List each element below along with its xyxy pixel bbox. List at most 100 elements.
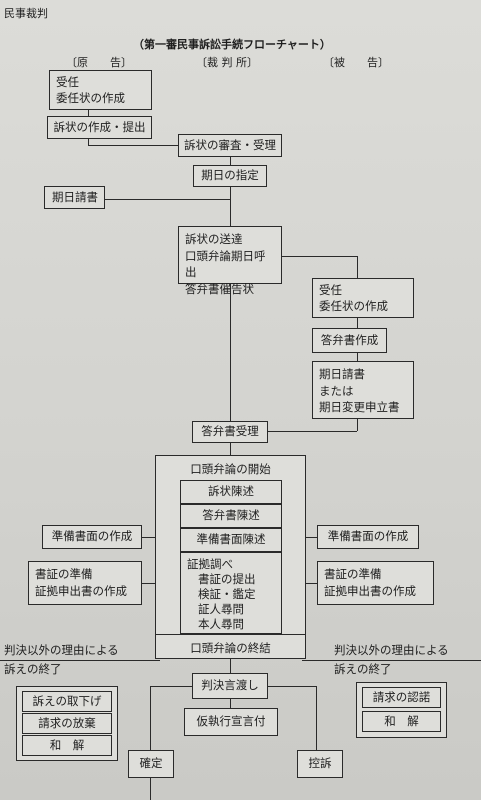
defendant-briefs-box: 準備書面の作成 <box>317 525 419 549</box>
service-of-complaint-box: 訴状の送達 口頭弁論期日呼出 答弁書催告状 <box>178 226 282 296</box>
plaintiff-briefs-label: 準備書面の作成 <box>51 529 133 544</box>
waiver-box: 請求の放棄 <box>22 713 112 734</box>
plaintiff-settlement-label: 和 解 <box>49 737 85 752</box>
plaintiff-settlement-box: 和 解 <box>22 735 112 756</box>
evidence-examination-box: 証拠調べ 書証の提出 検証・鑑定 証人尋問 本人尋問 <box>180 552 282 634</box>
connector <box>268 686 316 687</box>
service-line3: 答弁書催告状 <box>185 282 254 297</box>
defendant-retainer-line1: 受任 <box>319 283 342 297</box>
defendant-other-termination-line2: 訴えの終了 <box>334 662 392 676</box>
plaintiff-date-acceptance-label: 期日請書 <box>52 189 98 204</box>
withdrawal-box: 訴えの取下げ <box>22 691 112 712</box>
plaintiff-briefs-box: 準備書面の作成 <box>42 525 142 549</box>
column-header-plaintiff: 〔原 告〕 <box>66 56 132 69</box>
oral-argument-start-label: 口頭弁論の開始 <box>190 462 271 476</box>
defendant-evidence-box: 書証の準備 証拠申出書の作成 <box>317 561 434 605</box>
defendant-retainer-box: 受任 委任状の作成 <box>312 278 414 318</box>
connector <box>357 419 358 431</box>
plaintiff-retainer-line1: 受任 <box>56 75 79 89</box>
connector <box>88 110 89 116</box>
defendant-settlement-label: 和 解 <box>384 713 419 728</box>
connector <box>230 443 231 455</box>
answer-statement-box: 答弁書陳述 <box>180 504 282 528</box>
waiver-label: 請求の放棄 <box>38 715 96 730</box>
column-header-court: 〔裁 判 所〕 <box>196 56 258 69</box>
plaintiff-termination-stack: 訴えの取下げ 請求の放棄 和 解 <box>16 686 118 761</box>
briefs-statement-box: 準備書面陳述 <box>180 528 282 552</box>
date-designation-label: 期日の指定 <box>201 168 259 183</box>
complaint-review-label: 訴状の審査・受理 <box>184 137 276 152</box>
evidence-line2: 書証の提出 <box>198 571 256 586</box>
defendant-other-termination-line1: 判決以外の理由による <box>334 643 449 657</box>
connector <box>357 318 358 328</box>
chart-title: （第一審民事訴訟手続フローチャート） <box>133 38 331 51</box>
answer-received-box: 答弁書受理 <box>192 421 268 443</box>
plaintiff-evidence-line2: 証拠申出書の作成 <box>35 583 127 598</box>
provisional-execution-label: 仮執行宣言付 <box>196 714 266 729</box>
judgment-box: 判決言渡し <box>192 673 268 699</box>
defendant-date-line3: 期日変更申立書 <box>319 400 400 415</box>
connector <box>230 187 231 232</box>
judgment-label: 判決言渡し <box>201 678 259 693</box>
appeal-label: 控訴 <box>308 756 332 771</box>
plaintiff-retainer-line2: 委任状の作成 <box>56 90 125 105</box>
connector <box>150 686 192 687</box>
evidence-line5: 本人尋問 <box>198 616 244 631</box>
plaintiff-other-termination-line1: 判決以外の理由による <box>4 643 119 657</box>
connector <box>150 686 151 750</box>
connector <box>357 256 358 278</box>
answer-drafting-label: 答弁書作成 <box>320 332 379 347</box>
acknowledgment-box: 請求の認諾 <box>362 687 441 708</box>
service-line2: 口頭弁論期日呼出 <box>185 248 266 280</box>
briefs-statement-label: 準備書面陳述 <box>196 532 266 547</box>
finalized-label: 確定 <box>139 756 163 771</box>
defendant-evidence-line2: 証拠申出書の作成 <box>324 583 416 598</box>
plaintiff-other-termination-line2: 訴えの終了 <box>4 662 62 676</box>
complaint-review-box: 訴状の審査・受理 <box>178 134 282 157</box>
defendant-briefs-label: 準備書面の作成 <box>327 529 409 544</box>
complaint-statement-label: 訴状陳述 <box>208 484 254 499</box>
plaintiff-evidence-box: 書証の準備 証拠申出書の作成 <box>28 561 142 605</box>
defendant-date-line1: 期日請書 <box>319 367 365 381</box>
defendant-settlement-box: 和 解 <box>362 711 441 732</box>
service-line1: 訴状の送達 <box>185 232 243 246</box>
answer-received-label: 答弁書受理 <box>201 424 259 439</box>
complaint-statement-box: 訴状陳述 <box>180 480 282 504</box>
column-header-defendant: 〔被 告〕 <box>323 56 389 69</box>
plaintiff-evidence-line1: 書証の準備 <box>35 567 93 581</box>
oral-argument-divider <box>156 634 305 635</box>
defendant-date-line2: または <box>319 383 354 398</box>
connector <box>268 431 357 432</box>
evidence-line1: 証拠調べ <box>187 557 233 571</box>
connector <box>150 778 151 800</box>
defendant-termination-stack: 請求の認諾 和 解 <box>356 682 447 738</box>
connector <box>357 353 358 361</box>
withdrawal-label: 訴えの取下げ <box>32 693 102 708</box>
connector <box>230 157 231 165</box>
provisional-execution-box: 仮執行宣言付 <box>184 708 278 736</box>
connector <box>230 699 231 708</box>
connector <box>230 659 231 673</box>
plaintiff-retainer-box: 受任 委任状の作成 <box>49 70 152 110</box>
appeal-box: 控訴 <box>297 750 343 778</box>
connector <box>302 660 481 661</box>
connector <box>230 284 231 421</box>
defendant-date-acceptance-box: 期日請書 または 期日変更申立書 <box>312 361 414 419</box>
acknowledgment-label: 請求の認諾 <box>372 689 431 704</box>
evidence-line3: 検証・鑑定 <box>198 586 256 601</box>
connector <box>316 686 317 750</box>
plaintiff-date-acceptance-box: 期日請書 <box>44 186 105 209</box>
evidence-line4: 証人尋問 <box>198 601 244 616</box>
connector <box>0 660 160 661</box>
connector <box>88 145 178 146</box>
defendant-retainer-line2: 委任状の作成 <box>319 298 388 313</box>
answer-statement-label: 答弁書陳述 <box>202 508 260 523</box>
oral-argument-frame: 口頭弁論の開始 訴状陳述 答弁書陳述 準備書面陳述 証拠調べ 書証の提出 検証・… <box>155 455 306 659</box>
defendant-evidence-line1: 書証の準備 <box>324 567 382 581</box>
date-designation-box: 期日の指定 <box>193 165 267 187</box>
answer-drafting-box: 答弁書作成 <box>312 328 387 353</box>
section-label: 民事裁判 <box>4 7 48 20</box>
complaint-filing-box: 訴状の作成・提出 <box>47 116 152 139</box>
oral-argument-close-label: 口頭弁論の終結 <box>190 641 271 655</box>
